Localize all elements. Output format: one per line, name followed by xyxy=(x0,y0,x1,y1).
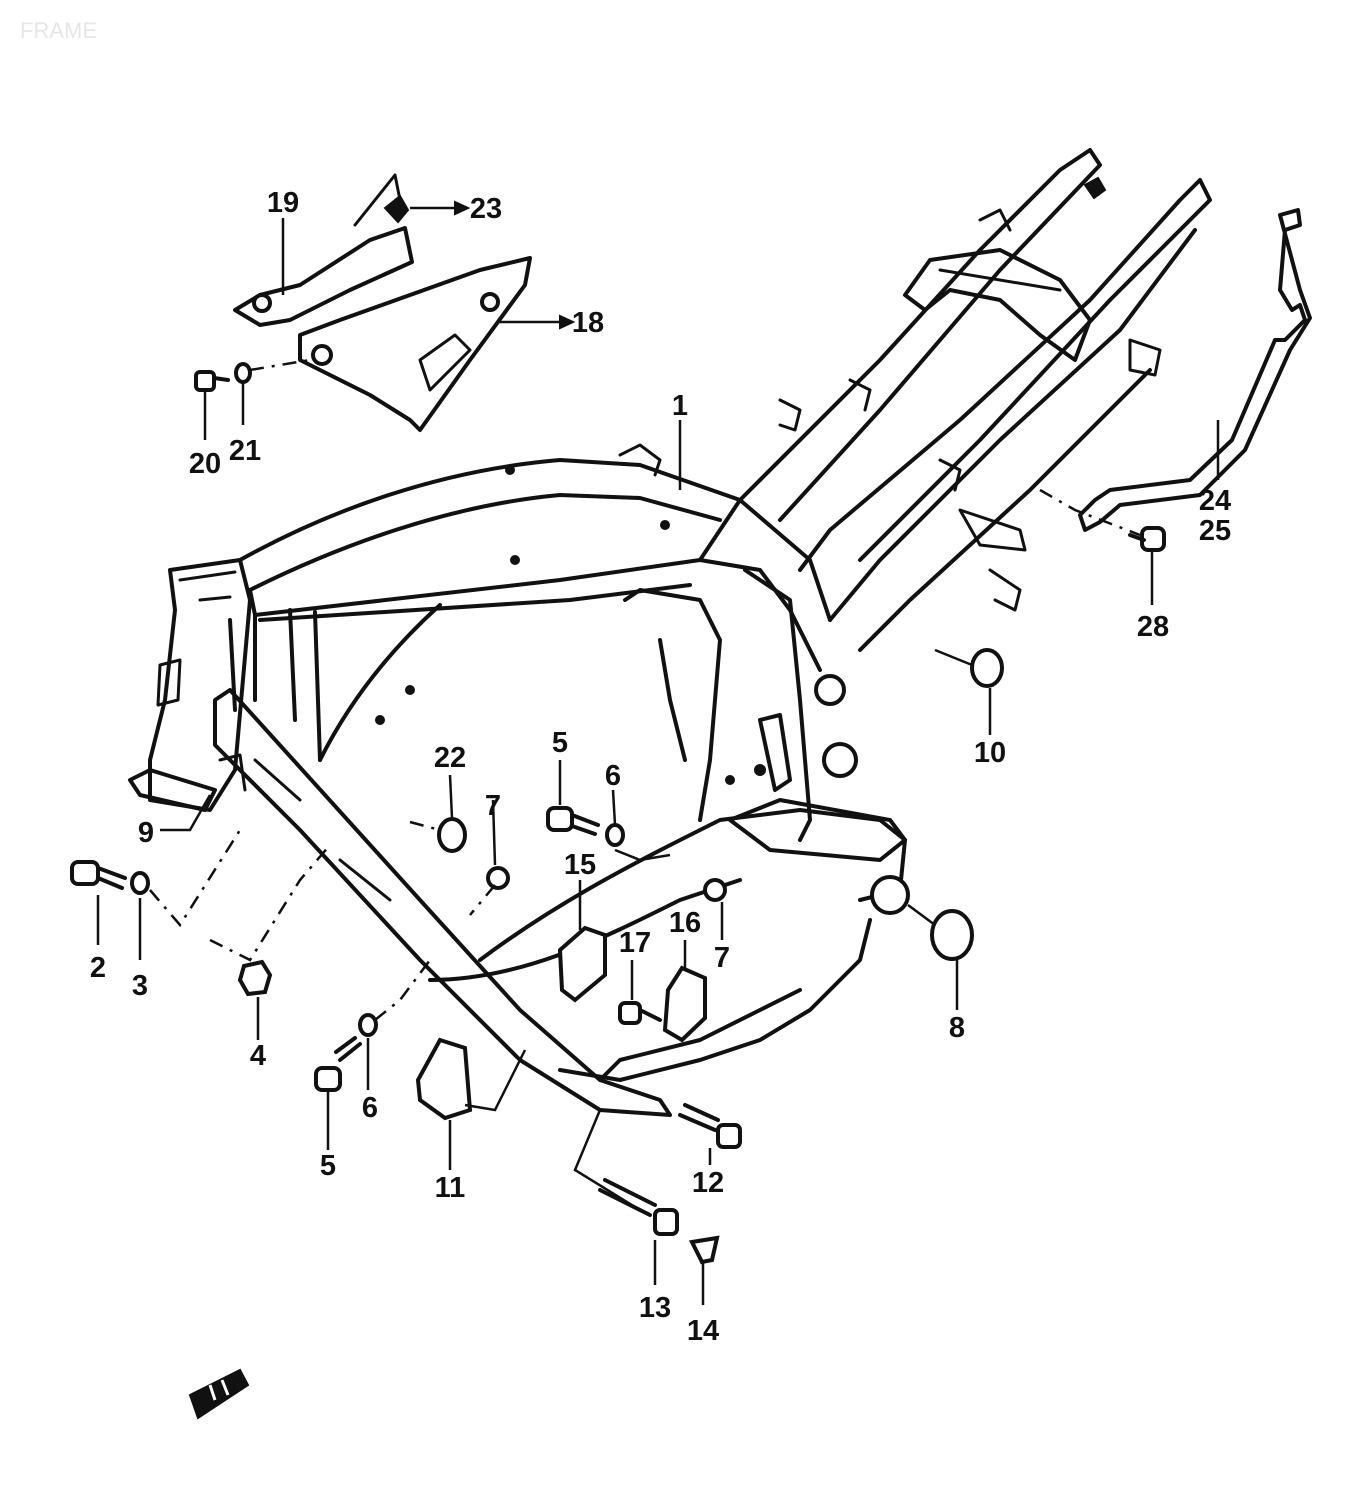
callout-8: 8 xyxy=(949,1012,965,1044)
callout-6-lower: 6 xyxy=(362,1092,378,1124)
callout-16: 16 xyxy=(669,907,701,939)
callout-6-upper: 6 xyxy=(605,760,621,792)
bolt-icon xyxy=(1128,526,1166,552)
grab-rail-bracket xyxy=(1078,208,1312,532)
callout-10: 10 xyxy=(974,737,1006,769)
leader-lines xyxy=(96,206,1220,1305)
washer-icon xyxy=(605,823,625,847)
bolt-icon xyxy=(194,370,230,392)
logo-mark xyxy=(188,1368,250,1420)
callout-19: 19 xyxy=(267,187,299,219)
engine-mount-plate-icon xyxy=(415,1037,473,1121)
bolt-icon xyxy=(546,806,600,836)
callout-28: 28 xyxy=(1137,611,1169,643)
callout-15: 15 xyxy=(564,849,596,881)
callout-11: 11 xyxy=(435,1172,466,1204)
clip-icon xyxy=(688,1235,720,1265)
bolt-icon xyxy=(1083,176,1107,200)
bolt-icon xyxy=(678,1103,742,1149)
arrow-heads xyxy=(454,200,576,330)
main-frame xyxy=(128,148,1212,1117)
callout-12: 12 xyxy=(692,1167,724,1199)
callout-13: 13 xyxy=(639,1292,671,1324)
nut-icon xyxy=(237,959,273,997)
bolt-icon xyxy=(598,1178,679,1236)
callout-labels: 1 2 3 4 5 5 6 6 7 7 8 9 10 11 12 13 14 1… xyxy=(90,187,1231,1347)
callout-3: 3 xyxy=(132,970,148,1002)
callout-2: 2 xyxy=(90,952,106,984)
engine-mount-plate-icon xyxy=(557,925,607,1003)
callout-4: 4 xyxy=(250,1040,266,1072)
callout-20: 20 xyxy=(189,448,221,480)
callout-7-lower: 7 xyxy=(714,942,730,974)
nut-icon xyxy=(703,878,727,902)
side-bracket-assembly xyxy=(233,173,532,432)
callout-17: 17 xyxy=(619,927,651,959)
callout-21: 21 xyxy=(229,435,261,467)
bushing-icon xyxy=(437,817,467,853)
nut-icon xyxy=(486,866,510,890)
bolt-icon xyxy=(70,860,127,890)
washer-icon xyxy=(358,1013,378,1037)
callout-5-lower: 5 xyxy=(320,1150,336,1182)
callout-23: 23 xyxy=(470,193,502,225)
callout-5-upper: 5 xyxy=(552,727,568,759)
bolt-icon xyxy=(314,1036,362,1092)
callout-1: 1 xyxy=(672,390,688,422)
callout-24: 24 xyxy=(1199,485,1231,517)
frame-cap-icon xyxy=(930,909,974,961)
frame-cap-icon xyxy=(970,648,1004,688)
callout-18: 18 xyxy=(572,307,604,339)
washer-icon xyxy=(130,871,150,895)
callout-25: 25 xyxy=(1199,515,1231,547)
callout-22: 22 xyxy=(434,742,466,774)
bolt-icon xyxy=(618,1001,662,1025)
callout-14: 14 xyxy=(687,1315,719,1347)
callout-7-upper: 7 xyxy=(485,790,501,822)
washer-icon xyxy=(234,362,252,384)
callout-9: 9 xyxy=(138,817,154,849)
engine-mount-plate-icon xyxy=(662,965,707,1043)
plug-icon xyxy=(383,194,410,224)
diagram-title: FRAME xyxy=(20,18,97,43)
bracket-icon xyxy=(218,753,247,792)
